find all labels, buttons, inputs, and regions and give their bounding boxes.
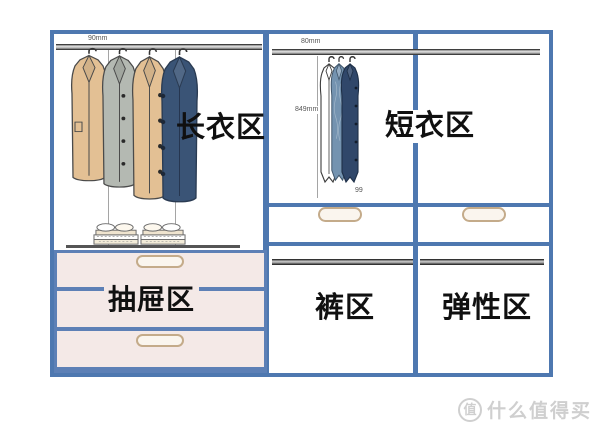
- drawer-handle: [136, 255, 184, 268]
- drawer-handle: [136, 334, 184, 347]
- folded-clothes-icon-1: [93, 223, 139, 245]
- drawer-handle: [462, 207, 506, 222]
- hanging-rod-pants: [272, 259, 413, 265]
- width-dimension-label: 99: [355, 187, 363, 194]
- watermark: 值 什么值得买: [458, 396, 592, 423]
- zone-label-long-clothes: 长衣区: [176, 112, 267, 144]
- zone-label-drawers: 抽屉区: [104, 284, 200, 317]
- rod-dimension-label-right: 80mm: [301, 38, 321, 45]
- watermark-text: 什么值得买: [487, 401, 593, 422]
- long-coat-icon-navy: [160, 48, 199, 203]
- hanging-rod-right: [272, 49, 540, 55]
- horizontal-divider-bottom: [269, 242, 549, 246]
- folded-clothes-icon-2: [140, 223, 186, 245]
- watermark-logo-icon: 值: [458, 397, 482, 422]
- vertical-divider-main: [263, 34, 269, 373]
- zone-label-flex: 弹性区: [441, 292, 532, 324]
- wardrobe-diagram: 90mm 长衣区: [50, 30, 553, 377]
- drawer-1: [57, 253, 264, 287]
- drawer-block: 抽屉区: [54, 250, 267, 373]
- height-dimension-label: 849mm: [292, 106, 322, 114]
- rod-dimension-label-left: 90mm: [88, 35, 108, 42]
- hanging-rod-flex: [420, 259, 544, 265]
- shirt-icon-navy: [340, 56, 360, 184]
- horizontal-divider-top: [269, 203, 549, 207]
- drawer-handle: [318, 207, 362, 222]
- drawer-3: [57, 331, 264, 367]
- zone-label-pants: 裤区: [314, 292, 375, 324]
- dimension-line: [317, 56, 318, 198]
- zone-label-short-clothes: 短衣区: [382, 110, 479, 144]
- hanging-rod-left: [56, 44, 262, 50]
- shelf: [66, 245, 240, 248]
- long-coat-icon-gray: [101, 48, 138, 188]
